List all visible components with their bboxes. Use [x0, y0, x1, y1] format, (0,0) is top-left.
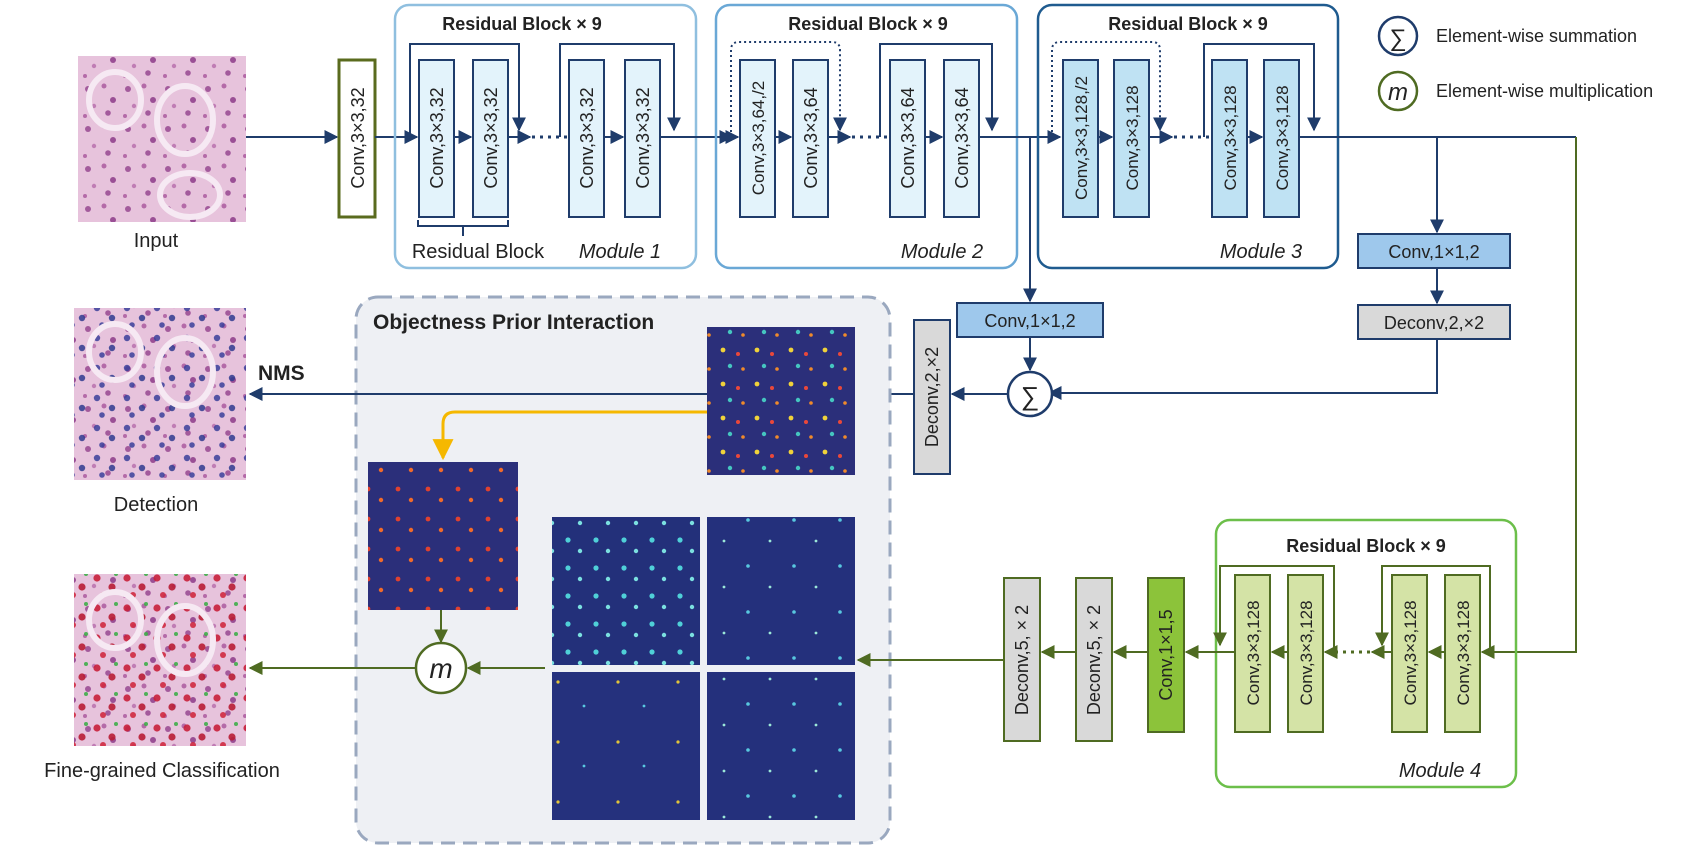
deconv-5-b-label: Deconv,5, × 2 — [1084, 605, 1104, 715]
input-image — [78, 56, 246, 222]
conv-input-label: Conv,3×3,32 — [348, 87, 368, 188]
class-map-2 — [707, 517, 855, 665]
residual-block-label: Residual Block — [412, 241, 545, 263]
m3-block-3-label: Conv,3×3,128 — [1221, 85, 1240, 190]
m4-block-3: Conv,3×3,128 — [1391, 574, 1428, 733]
m1-block-1: Conv,3×3,32 — [418, 59, 455, 218]
module-2-title: Residual Block × 9 — [788, 14, 948, 34]
objectness-heatmap — [707, 327, 855, 475]
m4-block-2-label: Conv,3×3,128 — [1297, 600, 1316, 705]
m3-block-2: Conv,3×3,128 — [1113, 59, 1150, 218]
class-map-1 — [552, 517, 700, 665]
conv-1x1-2-mid-label: Conv,1×1,2 — [984, 311, 1075, 331]
m3-block-4: Conv,3×3,128 — [1263, 59, 1300, 218]
module-4-frame — [1214, 518, 1518, 789]
conv-1x1-5-label: Conv,1×1,5 — [1156, 609, 1176, 700]
legend-mul-label: Element-wise multiplication — [1436, 81, 1653, 101]
m3-skip-1 — [1051, 41, 1167, 137]
class-map-3 — [552, 672, 700, 820]
classification-image — [74, 574, 246, 746]
deconv-5-a-label: Deconv,5, × 2 — [1012, 605, 1032, 715]
deconv-2-right — [1357, 304, 1511, 340]
m4-block-3-label: Conv,3×3,128 — [1401, 600, 1420, 705]
module-2-name: Module 2 — [901, 241, 983, 263]
m2-block-2-label: Conv,3×3,64 — [801, 87, 821, 188]
m1-block-4: Conv,3×3,32 — [624, 59, 661, 218]
m4-skip-1 — [1213, 565, 1335, 652]
m2-block-2: Conv,3×3,64 — [792, 59, 829, 218]
deconv-2-mid — [913, 319, 951, 475]
m4-block-2: Conv,3×3,128 — [1287, 574, 1324, 733]
deconv-2-mid-label: Deconv,2,×2 — [922, 347, 942, 447]
m4-skip-2 — [1375, 565, 1491, 652]
class-map-4 — [707, 672, 855, 820]
residual-block-bracket — [417, 220, 509, 227]
module-4-title: Residual Block × 9 — [1286, 536, 1446, 556]
legend-mul-icon — [1377, 70, 1419, 112]
nms-label: NMS — [258, 362, 305, 385]
m2-block-3-label: Conv,3×3,64 — [898, 87, 918, 188]
module-3-name: Module 3 — [1220, 241, 1302, 263]
input-label: Input — [134, 230, 179, 252]
objectness-prior-map — [368, 462, 518, 610]
m4-block-1: Conv,3×3,128 — [1234, 574, 1271, 733]
legend-sum-symbol: ∑ — [1389, 25, 1406, 52]
m3-block-1: Conv,3×3,128,/2 — [1062, 59, 1099, 218]
m1-block-3: Conv,3×3,32 — [568, 59, 605, 218]
m2-block-3: Conv,3×3,64 — [889, 59, 926, 218]
m2-skip-2 — [879, 43, 999, 137]
m1-block-4-label: Conv,3×3,32 — [633, 87, 653, 188]
deconv-5-b — [1075, 577, 1113, 742]
m4-block-1-label: Conv,3×3,128 — [1244, 600, 1263, 705]
m3-block-4-label: Conv,3×3,128 — [1273, 85, 1292, 190]
module-1-title: Residual Block × 9 — [442, 14, 602, 34]
legend-mul-symbol: m — [1388, 79, 1408, 106]
m4-block-4-label: Conv,3×3,128 — [1454, 600, 1473, 705]
legend-sum-icon — [1377, 15, 1419, 57]
deconv-5-a — [1003, 577, 1041, 742]
module-1-name: Module 1 — [579, 241, 661, 263]
m2-block-4: Conv,3×3,64 — [943, 59, 980, 218]
m1-block-2-label: Conv,3×3,32 — [481, 87, 501, 188]
prior-title: Objectness Prior Interaction — [373, 311, 654, 334]
module-4-name: Module 4 — [1399, 760, 1481, 782]
conv-1x1-2-right-label: Conv,1×1,2 — [1388, 242, 1479, 262]
m2-skip-1 — [730, 41, 847, 137]
m2-block-1-label: Conv,3×3,64,/2 — [749, 81, 768, 196]
deconv-2-right-label: Deconv,2,×2 — [1384, 313, 1484, 333]
arrow-prior — [432, 410, 707, 461]
module-3-title: Residual Block × 9 — [1108, 14, 1268, 34]
m4-block-4: Conv,3×3,128 — [1444, 574, 1481, 733]
m1-skip-2 — [559, 43, 681, 137]
m1-skip-1 — [409, 43, 526, 137]
detection-label: Detection — [114, 494, 199, 516]
mul-node-symbol: m — [429, 653, 452, 684]
m1-block-1-label: Conv,3×3,32 — [427, 87, 447, 188]
m3-block-2-label: Conv,3×3,128 — [1123, 85, 1142, 190]
m3-block-3: Conv,3×3,128 — [1211, 59, 1248, 218]
m2-block-1: Conv,3×3,64,/2 — [739, 59, 776, 218]
conv-1x1-2-right — [1357, 233, 1511, 269]
conv-1x1-5 — [1147, 577, 1185, 733]
m2-block-4-label: Conv,3×3,64 — [952, 87, 972, 188]
conv-input-block — [337, 58, 377, 219]
m1-block-3-label: Conv,3×3,32 — [577, 87, 597, 188]
m1-block-2: Conv,3×3,32 — [472, 59, 509, 218]
detection-image — [74, 308, 246, 480]
m3-block-1-label: Conv,3×3,128,/2 — [1072, 76, 1091, 200]
classification-label: Fine-grained Classification — [44, 760, 280, 782]
conv-1x1-2-mid — [956, 302, 1104, 338]
m3-skip-2 — [1203, 43, 1321, 137]
sum-node-symbol: ∑ — [1021, 381, 1040, 411]
legend-sum-label: Element-wise summation — [1436, 26, 1637, 46]
